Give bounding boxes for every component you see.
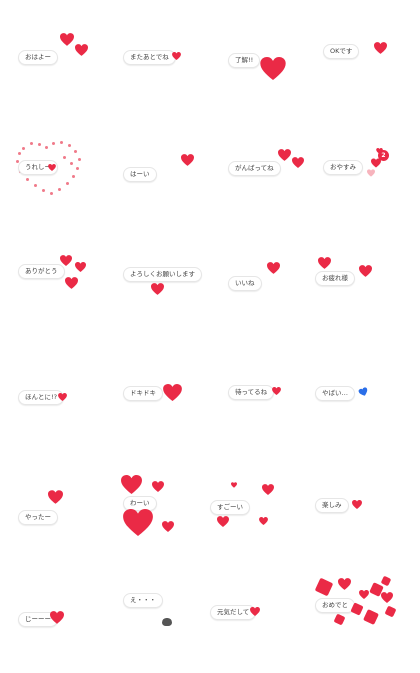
sticker-oyasumi[interactable]: おやすみ 2 <box>315 112 420 224</box>
sticker-yoroshiku[interactable]: よろしくお願いします <box>105 224 210 336</box>
heart-icon <box>162 521 174 532</box>
sticker-hai[interactable]: はーい <box>105 112 210 224</box>
sticker-hontoni[interactable]: ほんとに!? <box>0 336 105 448</box>
sticker-bubble: はーい <box>123 167 157 182</box>
sticker-genkidashite[interactable]: 元気だして <box>210 560 315 672</box>
sticker-iine[interactable]: いいね <box>210 224 315 336</box>
sticker-bubble: おはよー <box>18 50 58 65</box>
sticker-bubble: 楽しみ <box>315 498 349 513</box>
heart-icon <box>75 44 88 56</box>
heart-icon <box>65 277 78 289</box>
heart-icon <box>272 387 281 395</box>
heart-icon <box>376 148 383 154</box>
sticker-bubble: OKです <box>323 44 360 59</box>
heart-icon <box>259 517 268 525</box>
heart-icon <box>374 42 387 54</box>
heart-icon <box>152 481 164 492</box>
heart-icon <box>338 578 351 590</box>
sticker-otsukaresama[interactable]: お疲れ様 <box>315 224 420 336</box>
sticker-bubble: よろしくお願いします <box>123 267 202 282</box>
heart-icon <box>260 57 286 80</box>
sticker-dokidoki[interactable]: ドキドキ <box>105 336 210 448</box>
heart-icon <box>50 611 64 624</box>
sticker-ohayo[interactable]: おはよー <box>0 0 105 112</box>
heart-icon <box>172 52 181 60</box>
heart-icon <box>48 164 56 171</box>
sticker-bubble: またあとでね <box>123 50 176 65</box>
heart-icon <box>163 384 182 401</box>
heart-icon <box>381 592 393 603</box>
heart-icon <box>151 283 164 295</box>
sticker-bubble: え・・・ <box>123 593 163 608</box>
sticker-bubble: 了解!! <box>228 53 261 68</box>
heart-icon <box>262 484 274 495</box>
heart-icon <box>278 149 291 161</box>
sticker-ryokai[interactable]: 了解!! <box>210 0 315 112</box>
sticker-bubble: うれしー <box>18 160 58 175</box>
heart-icon <box>359 265 372 277</box>
heart-icon <box>371 158 381 168</box>
sticker-bubble: がんばってね <box>228 161 281 176</box>
sticker-bubble: いいね <box>228 276 262 291</box>
heart-icon <box>352 500 362 509</box>
sticker-omedeto[interactable]: おめでと <box>314 560 420 672</box>
sticker-mataatodene[interactable]: またあとでね <box>105 0 210 112</box>
sticker-bubble: やったー <box>18 510 58 525</box>
heart-icon <box>75 262 86 272</box>
heart-icon <box>267 262 280 274</box>
sticker-wai[interactable]: わーい <box>105 448 210 560</box>
sticker-sugoi[interactable]: すごーい <box>210 448 315 560</box>
heart-icon <box>58 393 67 401</box>
sticker-bubble: おやすみ <box>323 160 363 175</box>
heart-icon <box>121 475 142 494</box>
sticker-bubble: やばい… <box>315 386 355 401</box>
sticker-bubble: おめでと <box>315 598 355 613</box>
heart-icon <box>123 509 153 536</box>
sticker-bubble: わーい <box>123 496 157 511</box>
sticker-ureshi[interactable]: うれしー <box>0 112 105 224</box>
sticker-bubble: すごーい <box>210 500 250 515</box>
heart-icon <box>367 169 375 177</box>
blob-icon <box>162 618 172 626</box>
sticker-ganbattene[interactable]: がんばってね <box>210 112 315 224</box>
heart-icon <box>60 255 72 266</box>
sticker-yabai[interactable]: やばい… <box>315 336 420 448</box>
heart-icon <box>60 33 74 46</box>
heart-icon <box>292 157 304 168</box>
sticker-e[interactable]: え・・・ <box>105 560 210 672</box>
heart-icon <box>359 590 369 599</box>
sticker-yatta[interactable]: やったー <box>0 448 105 560</box>
heart-icon <box>217 516 229 527</box>
heart-icon <box>358 387 369 398</box>
heart-icon <box>231 482 237 488</box>
notification-badge: 2 <box>378 150 389 161</box>
heart-icon <box>318 257 331 269</box>
sticker-bubble: お疲れ様 <box>315 271 355 286</box>
sticker-matterune[interactable]: 待ってるね <box>210 336 315 448</box>
sticker-ok[interactable]: OKです <box>315 0 420 112</box>
sticker-bubble: ありがとう <box>18 264 65 279</box>
heart-icon <box>181 154 194 166</box>
sticker-tanoshimi[interactable]: 楽しみ <box>315 448 420 560</box>
sticker-jii[interactable]: じーーー <box>0 560 105 672</box>
sticker-bubble: 待ってるね <box>228 385 275 400</box>
heart-icon <box>48 490 63 504</box>
sticker-arigato[interactable]: ありがとう <box>0 224 105 336</box>
heart-icon <box>250 607 260 616</box>
sticker-bubble: ドキドキ <box>123 386 163 401</box>
